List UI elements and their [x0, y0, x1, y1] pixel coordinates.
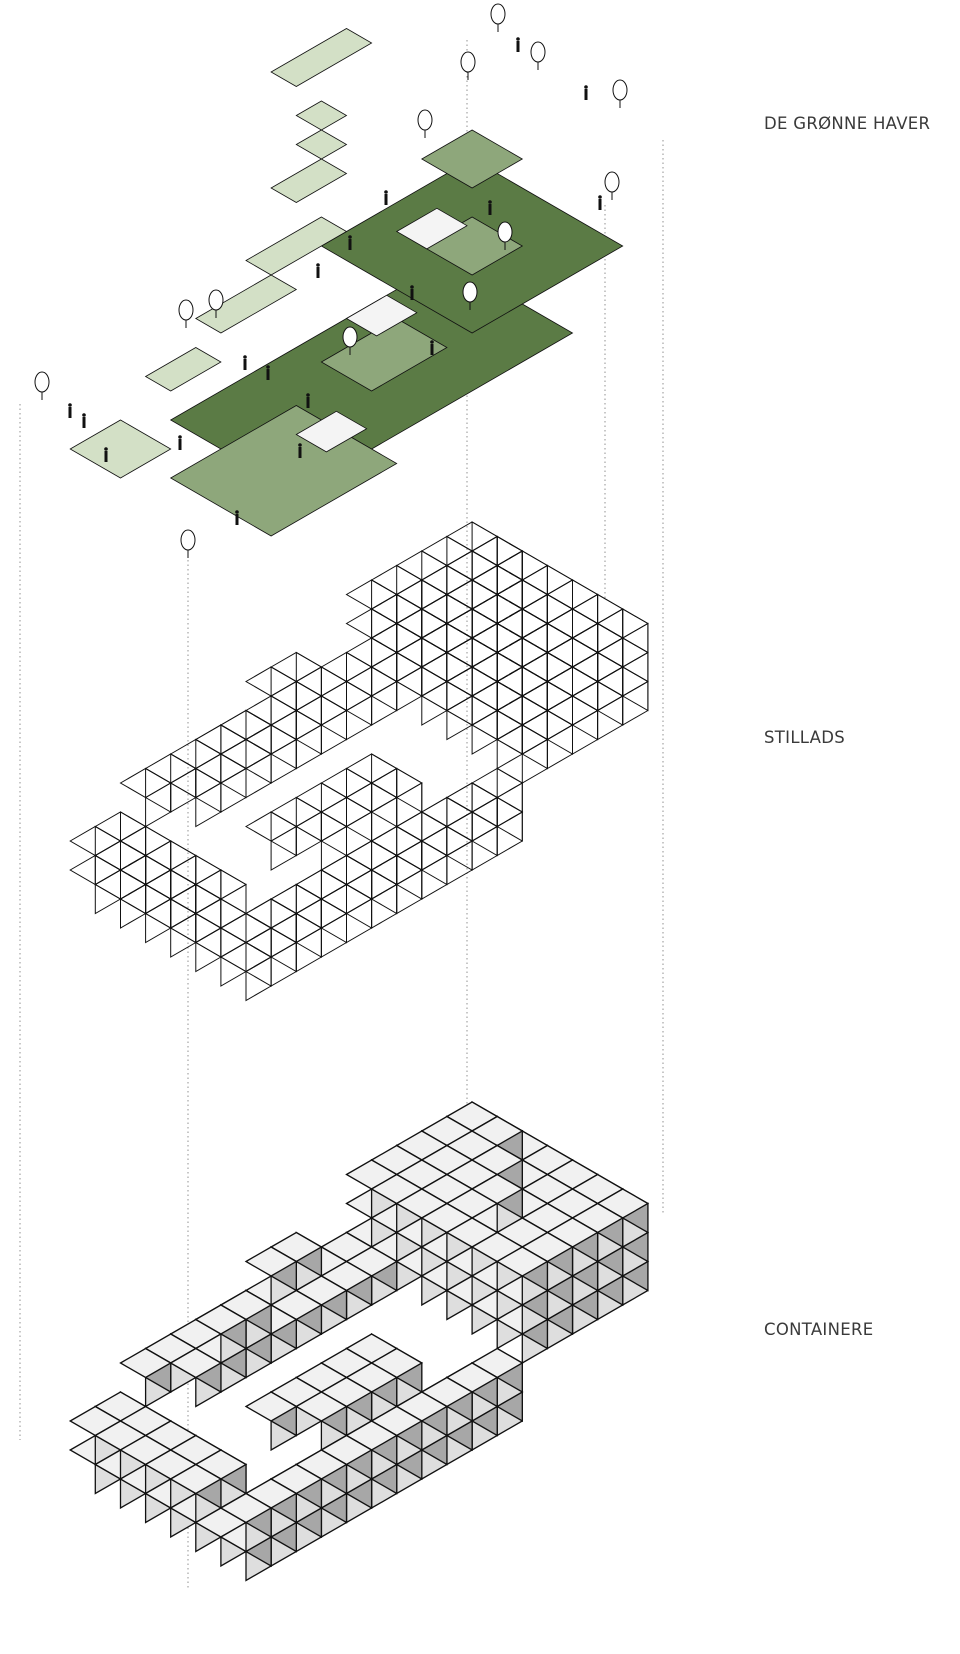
person-head: [243, 355, 247, 359]
tree-icon: [461, 52, 475, 80]
tree-crown: [181, 530, 195, 550]
garden-platform: [146, 348, 221, 392]
person-head: [316, 263, 320, 267]
person-icon: [598, 195, 602, 210]
person-body: [585, 89, 588, 100]
person-body: [349, 239, 352, 250]
person-head: [298, 443, 302, 447]
person-body: [179, 439, 182, 450]
tree-icon: [35, 372, 49, 400]
layer-label-containers: CONTAINERE: [764, 1320, 873, 1339]
person-head: [266, 365, 270, 369]
tree-crown: [491, 4, 505, 24]
person-icon: [410, 285, 414, 300]
tree-crown: [418, 110, 432, 130]
person-body: [307, 397, 310, 408]
person-body: [267, 369, 270, 380]
tree-icon: [613, 80, 627, 108]
tree-crown: [498, 222, 512, 242]
garden-layer: [35, 4, 627, 558]
containers-layer: [70, 1102, 648, 1581]
tree-crown: [35, 372, 49, 392]
person-head: [235, 510, 239, 514]
person-head: [488, 200, 492, 204]
person-body: [83, 417, 86, 428]
tree-icon: [418, 110, 432, 138]
person-icon: [384, 190, 388, 205]
person-icon: [584, 85, 588, 100]
person-body: [517, 41, 520, 52]
person-head: [516, 37, 520, 41]
tree-crown: [461, 52, 475, 72]
person-body: [431, 344, 434, 355]
person-head: [104, 447, 108, 451]
person-head: [178, 435, 182, 439]
person-icon: [104, 447, 108, 462]
tree-icon: [181, 530, 195, 558]
person-head: [82, 413, 86, 417]
person-head: [384, 190, 388, 194]
garden-platform: [296, 101, 346, 130]
person-icon: [82, 413, 86, 428]
person-body: [385, 194, 388, 205]
person-icon: [68, 403, 72, 418]
person-body: [236, 514, 239, 525]
garden-platform: [296, 130, 346, 159]
person-body: [69, 407, 72, 418]
person-head: [584, 85, 588, 89]
person-icon: [298, 443, 302, 458]
tree-crown: [343, 327, 357, 347]
person-head: [306, 393, 310, 397]
person-body: [299, 447, 302, 458]
tree-icon: [531, 42, 545, 70]
tree-crown: [463, 282, 477, 302]
person-head: [598, 195, 602, 199]
person-icon: [430, 340, 434, 355]
person-head: [430, 340, 434, 344]
person-body: [317, 267, 320, 278]
person-icon: [348, 235, 352, 250]
tree-crown: [531, 42, 545, 62]
person-icon: [266, 365, 270, 380]
person-icon: [178, 435, 182, 450]
person-head: [410, 285, 414, 289]
person-icon: [488, 200, 492, 215]
person-icon: [243, 355, 247, 370]
person-icon: [306, 393, 310, 408]
tree-crown: [605, 172, 619, 192]
garden-platform: [271, 29, 372, 87]
tree-icon: [605, 172, 619, 200]
person-body: [244, 359, 247, 370]
tree-icon: [179, 300, 193, 328]
layer-label-garden: DE GRØNNE HAVER: [764, 114, 930, 133]
person-head: [348, 235, 352, 239]
person-icon: [516, 37, 520, 52]
garden-platform: [70, 420, 171, 478]
person-icon: [316, 263, 320, 278]
person-body: [105, 451, 108, 462]
tree-crown: [179, 300, 193, 320]
tree-crown: [613, 80, 627, 100]
garden-platform: [271, 159, 346, 203]
person-head: [68, 403, 72, 407]
tree-crown: [209, 290, 223, 310]
person-body: [411, 289, 414, 300]
scaffold-layer: [70, 522, 648, 1001]
tree-icon: [491, 4, 505, 32]
person-body: [489, 204, 492, 215]
layer-label-scaffold: STILLADS: [764, 728, 845, 747]
person-body: [599, 199, 602, 210]
person-icon: [235, 510, 239, 525]
